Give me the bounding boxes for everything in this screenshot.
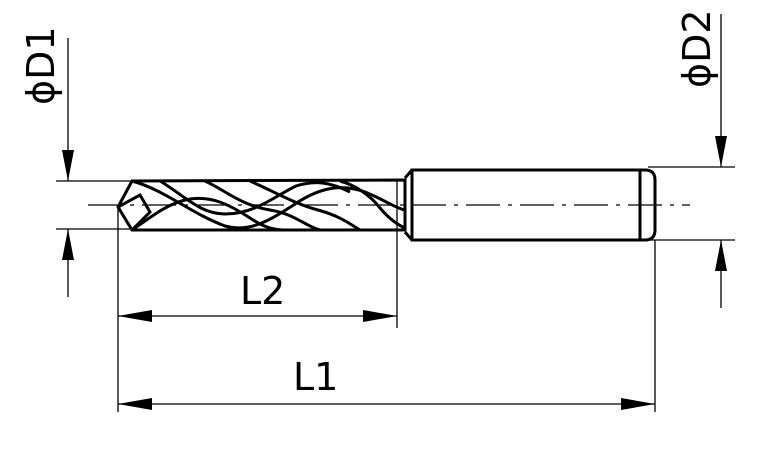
- drill-flute-body: [116, 178, 407, 232]
- dim-d2: [648, 14, 735, 308]
- drill-shank: [403, 168, 657, 242]
- dim-l2: [117, 180, 398, 412]
- label-d2: ϕD2: [675, 9, 719, 88]
- dim-l1: [118, 240, 656, 412]
- dim-d1: [56, 38, 136, 297]
- label-d1: ϕD1: [19, 26, 63, 105]
- label-l1: L1: [293, 355, 338, 399]
- label-l2: L2: [240, 269, 285, 313]
